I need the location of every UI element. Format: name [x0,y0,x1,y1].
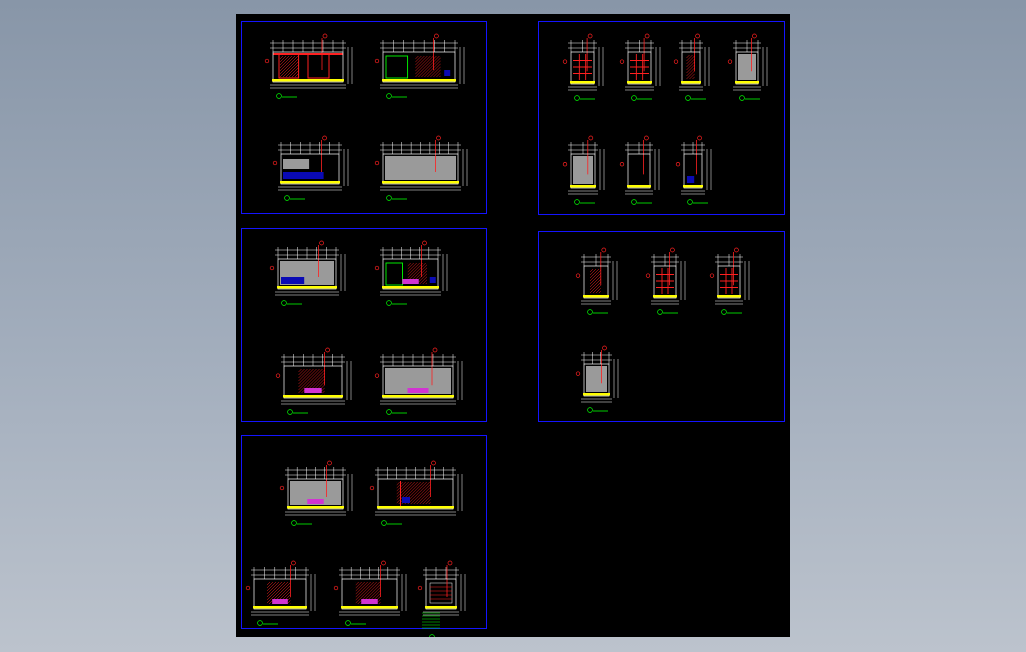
sheet-frame-2[interactable] [538,21,785,215]
elevation-3-2[interactable] [374,240,448,306]
elevation-4-3[interactable] [709,247,750,315]
sheet-frame-5[interactable] [241,435,487,629]
elevation-2-2[interactable] [619,33,661,101]
elevation-5-4[interactable] [333,560,407,626]
sheet-frame-4[interactable] [538,231,785,422]
elevation-drawings [245,33,768,637]
elevation-2-7[interactable] [675,135,712,205]
elevation-1-2[interactable] [374,33,465,99]
elevation-4-2[interactable] [645,247,686,315]
elevation-4-4[interactable] [575,345,619,413]
elevation-5-1[interactable] [279,460,353,526]
sheet-frame-1[interactable] [241,21,487,214]
elevation-1-4[interactable] [374,135,468,201]
elevation-2-6[interactable] [619,135,660,205]
elevation-2-1[interactable] [562,33,604,101]
sheet-frame-3[interactable] [241,228,487,422]
elevation-2-4[interactable] [727,33,768,101]
elevation-3-1[interactable] [269,240,346,306]
elevation-2-3[interactable] [663,33,717,101]
elevation-3-3[interactable] [275,347,352,415]
elevation-5-5[interactable] [417,560,466,637]
elevation-4-1[interactable] [566,247,623,315]
elevation-5-2[interactable] [369,460,463,526]
elevation-5-3[interactable] [245,560,316,626]
elevation-3-4[interactable] [374,347,463,415]
elevation-1-1[interactable] [259,33,353,99]
drawing-viewport[interactable] [236,14,790,637]
elevation-2-5[interactable] [562,135,605,205]
cad-drawing [241,21,785,637]
elevation-1-3[interactable] [272,135,349,201]
